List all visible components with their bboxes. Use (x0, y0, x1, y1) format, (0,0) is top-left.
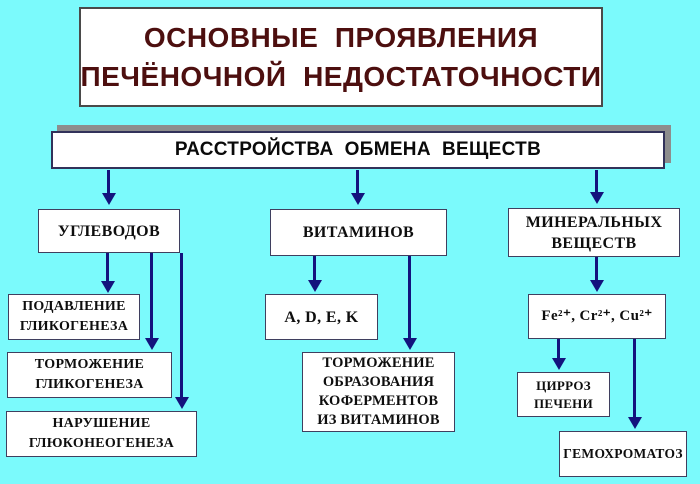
leaf-box-vitamins-adek: A, D, E, K (265, 294, 378, 340)
diagram-title-box: ОСНОВНЫЕ ПРОЯВЛЕНИЯ ПЕЧЁНОЧНОЙ НЕДОСТАТО… (79, 7, 603, 107)
leaf-label-line: ГЛЮКОНЕОГЕНЕЗА (28, 436, 175, 451)
leaf-label-line: ГЛИКОГЕНЕЗА (19, 319, 129, 334)
leaf-label-line: ПОДАВЛЕНИЕ (22, 299, 126, 314)
leaf-label-line: ИЗ ВИТАМИНОВ (317, 412, 440, 428)
root-label: РАССТРОЙСТВА ОБМЕНА ВЕЩЕСТВ (174, 139, 542, 160)
leaf-box-glycogenesis-suppression: ПОДАВЛЕНИЕ ГЛИКОГЕНЕЗА (8, 294, 140, 340)
connector-arrow-ions-cirrhosis (557, 339, 560, 359)
connector-arrow-carb-gluconeogenesis (180, 253, 183, 398)
leaf-box-metal-ions: Fe²⁺, Cr²⁺, Cu²⁺ (528, 294, 666, 339)
branch-box-carbohydrates: УГЛЕВОДОВ (38, 209, 180, 253)
leaf-label-line: ГЛИКОГЕНЕЗА (35, 377, 144, 392)
branch-box-minerals: МИНЕРАЛЬНЫХ ВЕЩЕСТВ (508, 208, 680, 257)
leaf-label-line: ПЕЧЕНИ (533, 395, 594, 411)
connector-arrow-vitamins-adek (313, 256, 316, 281)
connector-arrow-carb-inhibition (150, 253, 153, 339)
connector-arrow-root-carbohydrates (107, 170, 110, 194)
leaf-label-line: ТОРМОЖЕНИЕ (322, 355, 435, 371)
branch-minerals-label-line-2: ВЕЩЕСТВ (551, 234, 637, 252)
leaf-label-line: ТОРМОЖЕНИЕ (34, 357, 145, 372)
leaf-label-line: ГЕМОХРОМАТОЗ (563, 446, 683, 461)
leaf-label-line: Fe²⁺, Cr²⁺, Cu²⁺ (541, 308, 653, 324)
leaf-box-hemochromatosis: ГЕМОХРОМАТОЗ (559, 431, 687, 477)
connector-arrow-root-vitamins (356, 170, 359, 194)
branch-box-vitamins: ВИТАМИНОВ (270, 209, 447, 256)
root-box-metabolism-disorders: РАССТРОЙСТВА ОБМЕНА ВЕЩЕСТВ (51, 131, 665, 169)
branch-vitamins-label: ВИТАМИНОВ (302, 224, 415, 241)
connector-arrow-ions-hemochromatosis (633, 339, 636, 418)
leaf-label-line: ЦИРРОЗ (536, 377, 591, 393)
leaf-label-line: КОФЕРМЕНТОВ (318, 393, 439, 409)
connector-arrow-carb-suppression (106, 253, 109, 282)
leaf-box-liver-cirrhosis: ЦИРРОЗ ПЕЧЕНИ (517, 372, 610, 417)
leaf-label-line: НАРУШЕНИЕ (52, 416, 151, 431)
connector-arrow-minerals-ions (595, 257, 598, 281)
connector-arrow-vitamins-coenzymes (408, 256, 411, 339)
leaf-box-gluconeogenesis-disorder: НАРУШЕНИЕ ГЛЮКОНЕОГЕНЕЗА (6, 411, 197, 457)
leaf-label-line: ОБРАЗОВАНИЯ (322, 374, 435, 390)
leaf-box-glycogenesis-inhibition: ТОРМОЖЕНИЕ ГЛИКОГЕНЕЗА (7, 352, 172, 398)
leaf-label-line: A, D, E, K (284, 308, 359, 326)
branch-carbohydrates-label: УГЛЕВОДОВ (57, 222, 161, 240)
leaf-box-coenzyme-formation-inhibition: ТОРМОЖЕНИЕ ОБРАЗОВАНИЯ КОФЕРМЕНТОВ ИЗ ВИ… (302, 352, 455, 432)
title-line-2: ПЕЧЁНОЧНОЙ НЕДОСТАТОЧНОСТИ (80, 61, 602, 92)
branch-minerals-label-line-1: МИНЕРАЛЬНЫХ (525, 213, 663, 231)
connector-arrow-root-minerals (595, 170, 598, 193)
title-line-1: ОСНОВНЫЕ ПРОЯВЛЕНИЯ (143, 22, 539, 53)
